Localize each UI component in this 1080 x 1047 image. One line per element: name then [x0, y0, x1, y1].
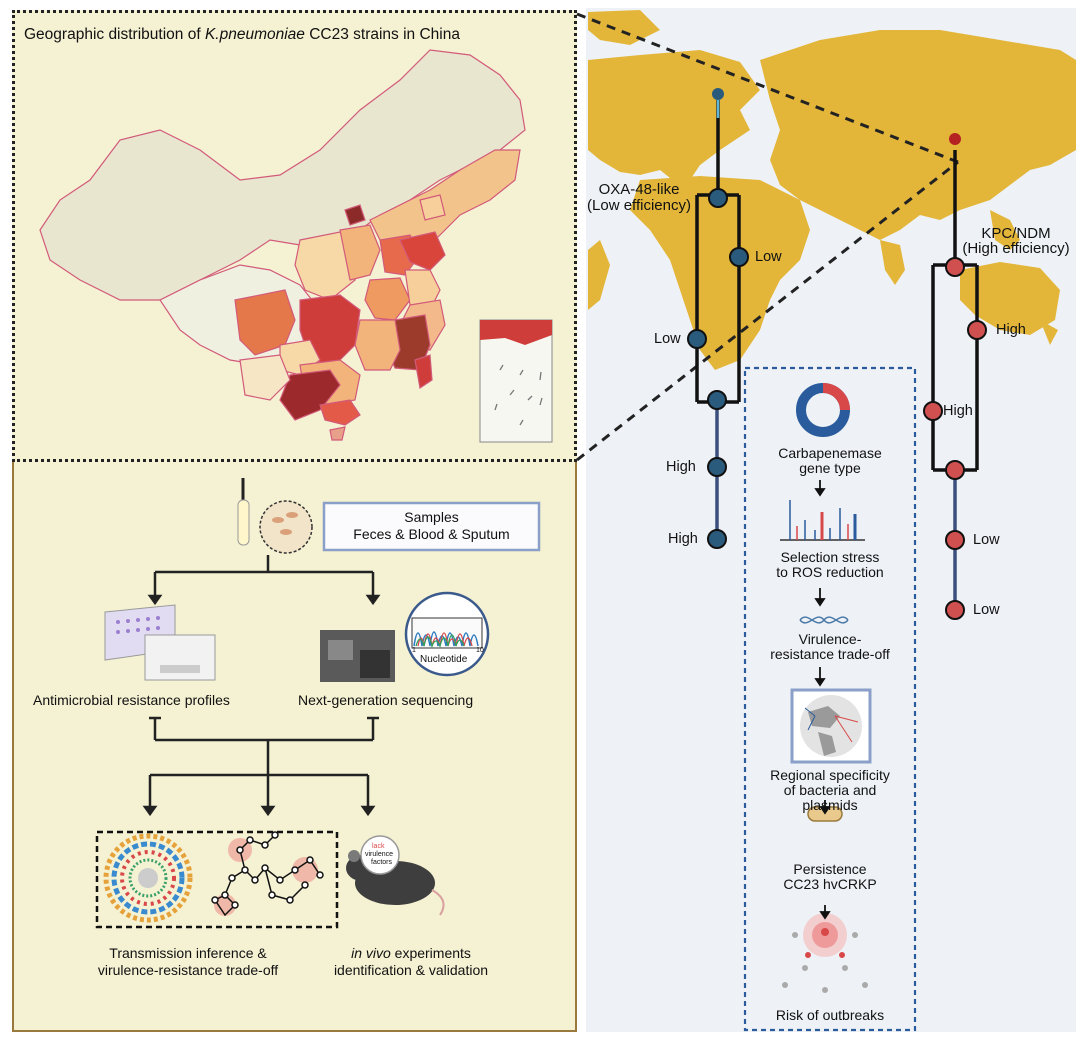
transmission-line2: virulence-resistance trade-off: [97, 962, 279, 978]
south-china-sea-inset: [479, 319, 553, 443]
spectrum-icon: [780, 500, 865, 541]
left-node-label-3: High: [666, 459, 696, 475]
flow-step-5-line1: Persistence: [793, 861, 867, 877]
flow-step-1-line2: gene type: [799, 460, 861, 476]
samples-subtitle: Feces & Blood & Sputum: [353, 526, 510, 542]
invivo-italic: in vivo: [351, 945, 391, 961]
mouse-icon: [346, 835, 445, 916]
flow-step-1: Carbapenemase gene type: [750, 446, 910, 476]
map-title: Geographic distribution of K.pneumoniae …: [24, 26, 460, 44]
amr-label: Antimicrobial resistance profiles: [33, 692, 230, 708]
axis-start-label: 1: [412, 647, 416, 654]
left-node-label-1: Low: [755, 249, 782, 265]
pin-china: [949, 133, 961, 145]
donut-icon: [796, 383, 850, 437]
flow-step-4-line1: Regional specificity: [770, 767, 890, 783]
flow-step-4-line2: of bacteria and: [783, 782, 877, 798]
invivo-label: in vivo experiments identification & val…: [306, 945, 516, 979]
network-icon: [211, 831, 324, 917]
right-node-label-3: Low: [973, 532, 1000, 548]
flow-step-4-line3: plasmids: [802, 797, 858, 813]
right-gene-efficiency: (High efficiency): [962, 240, 1070, 257]
samples-label: Samples Feces & Blood & Sputum: [324, 509, 539, 543]
tree-left-nodes: [687, 188, 749, 549]
virulence-label: virulence: [365, 851, 394, 858]
analysis-box: [95, 830, 339, 929]
flow-step-5: Persistence CC23 hvCRKP: [750, 862, 910, 892]
left-node-label-4: High: [668, 531, 698, 547]
flow-box: [743, 366, 917, 1032]
flow-step-2: Selection stress to ROS reduction: [750, 550, 910, 580]
map-title-species: K.pneumoniae: [204, 26, 305, 43]
flow-step-1-line1: Carbapenemase: [778, 445, 882, 461]
flow-step-4: Regional specificity of bacteria and pla…: [750, 768, 910, 813]
transmission-line1: Transmission inference &: [109, 945, 267, 961]
flow-arrows: [814, 480, 831, 920]
test-tube-icon: [237, 478, 313, 554]
plate-reader-icon: [104, 604, 216, 681]
axis-end-label: 10: [476, 647, 484, 654]
tree-right-nodes: [923, 257, 987, 620]
flow-step-3-line2: resistance trade-off: [770, 646, 890, 662]
left-node-label-2: Low: [654, 331, 681, 347]
flow-step-5-line2: CC23 hvCRKP: [783, 876, 877, 892]
radial-tree-icon: [103, 833, 193, 923]
lack-label: lack: [372, 843, 385, 850]
left-gene-name: OXA-48-like: [598, 181, 680, 198]
samples-title: Samples: [404, 509, 459, 525]
workflow-lines: [142, 555, 381, 817]
workflow-panel: [12, 462, 577, 1032]
factors-label: factors: [371, 859, 393, 866]
flow-step-2-line1: Selection stress: [780, 549, 880, 565]
flow-step-3: Virulence- resistance trade-off: [750, 632, 910, 662]
flow-step-6: Risk of outbreaks: [775, 1007, 885, 1023]
sequencer-icon: [320, 591, 490, 682]
outbreak-icon: [782, 913, 868, 993]
samples-box: [322, 501, 541, 552]
flow-step-3-line1: Virulence-: [798, 631, 862, 647]
transmission-label: Transmission inference & virulence-resis…: [68, 945, 308, 979]
globe-icon: [790, 688, 872, 764]
flow-step-2-line2: to ROS reduction: [776, 564, 884, 580]
dna-icon: [799, 616, 849, 624]
map-title-prefix: Geographic distribution of: [24, 26, 205, 43]
nucleotide-label: Nucleotide: [420, 654, 468, 665]
map-title-suffix: CC23 strains in China: [304, 26, 460, 43]
right-node-label-4: Low: [973, 602, 1000, 618]
ngs-label: Next-generation sequencing: [298, 692, 474, 708]
invivo-line1-rest: experiments: [390, 945, 471, 961]
right-node-label-1: High: [996, 322, 1026, 338]
pin-europe: [712, 88, 724, 100]
right-node-label-2: High: [943, 403, 973, 419]
invivo-line1: in vivo experiments: [306, 945, 516, 962]
invivo-line2: identification & validation: [333, 962, 489, 978]
right-gene-label: KPC/NDM (High efficiency): [952, 226, 1080, 256]
left-gene-efficiency: (Low efficiency): [587, 197, 691, 214]
china-map: [39, 49, 526, 441]
left-gene-label: OXA-48-like (Low efficiency): [574, 182, 704, 214]
right-gene-name: KPC/NDM: [981, 225, 1051, 242]
